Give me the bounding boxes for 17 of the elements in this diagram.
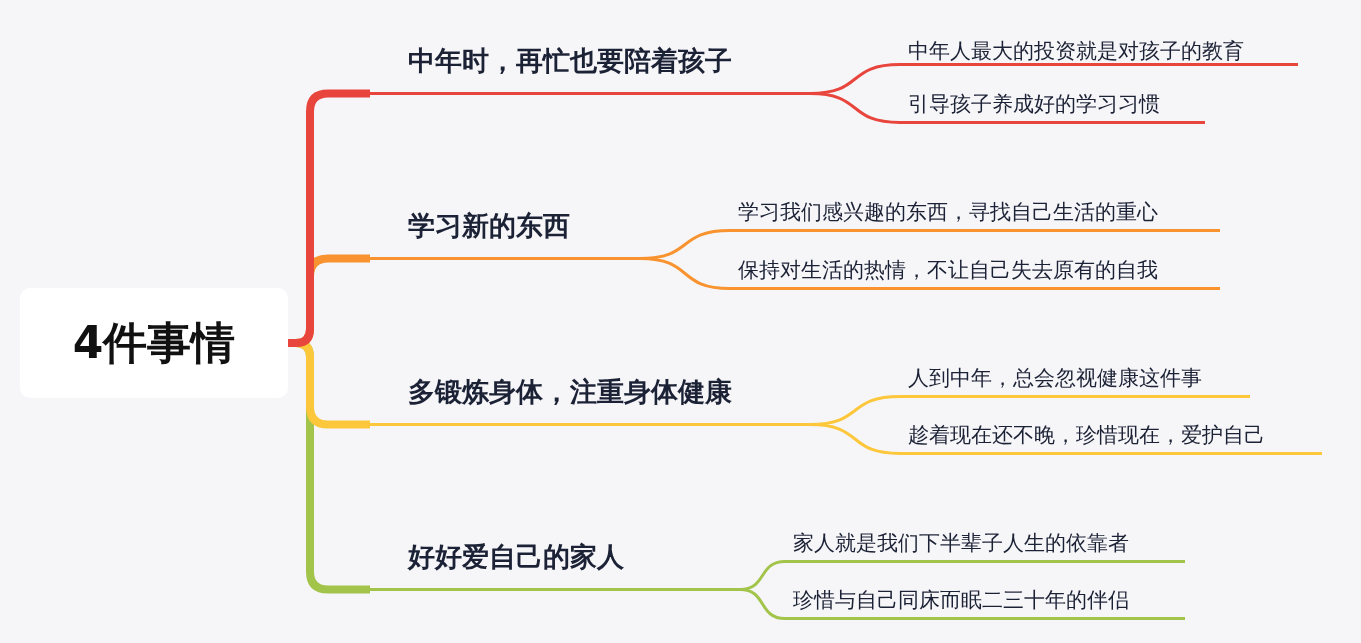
connector bbox=[639, 257, 731, 290]
branch-topic: 好好爱自己的家人 bbox=[370, 526, 740, 591]
subtopic: 人到中年，总会忽视健康这件事 bbox=[900, 360, 1250, 398]
subtopic: 趁着现在还不晚，珍惜现在，爱护自己 bbox=[900, 417, 1322, 455]
connector bbox=[809, 92, 901, 124]
subtopic: 家人就是我们下半辈子人生的依靠者 bbox=[785, 525, 1185, 563]
connector bbox=[809, 423, 901, 455]
branch-topic: 多锻炼身体，注重身体健康 bbox=[370, 361, 810, 426]
branch-topic: 中年时，再忙也要陪着孩子 bbox=[370, 30, 810, 95]
subtopic: 中年人最大的投资就是对孩子的教育 bbox=[900, 38, 1298, 66]
root-box: 4件事情 bbox=[20, 288, 288, 398]
subtopic: 保持对生活的热情，不让自己失去原有的自我 bbox=[730, 252, 1220, 290]
connector bbox=[739, 588, 786, 620]
branch-topic: 学习新的东西 bbox=[370, 195, 640, 260]
subtopic: 珍惜与自己同床而眠二三十年的伴侣 bbox=[785, 582, 1185, 620]
subtopic: 引导孩子养成好的学习习惯 bbox=[900, 86, 1205, 124]
subtopic: 学习我们感兴趣的东西，寻找自己生活的重心 bbox=[730, 194, 1220, 232]
